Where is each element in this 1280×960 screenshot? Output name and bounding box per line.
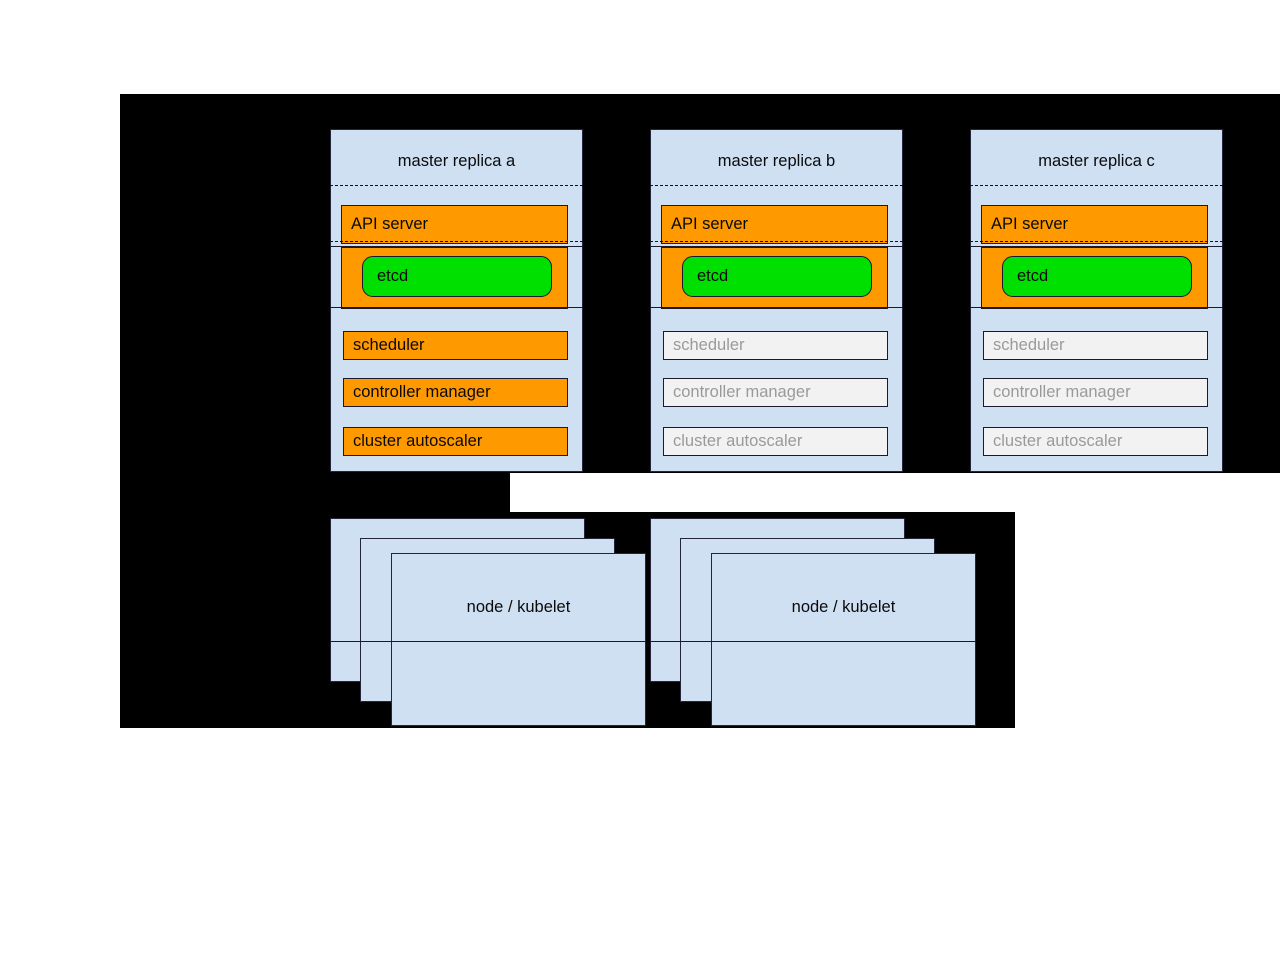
cluster-autoscaler-b[interactable]: cluster autoscaler	[663, 427, 888, 456]
scheduler-a-label: scheduler	[353, 336, 425, 354]
scheduler-a[interactable]: scheduler	[343, 331, 568, 360]
cluster-autoscaler-a-label: cluster autoscaler	[353, 432, 483, 450]
node-group-2-divider	[650, 641, 976, 642]
etcd-b-label: etcd	[697, 267, 729, 285]
separator-solid-api-c	[970, 246, 1223, 247]
node-group-2-card-front[interactable]	[711, 553, 976, 726]
node-group-1-label: node / kubelet	[466, 598, 571, 616]
controller-manager-b-label: controller manager	[673, 383, 811, 401]
etcd-b[interactable]: etcd	[682, 256, 872, 297]
separator-solid-etcd-b	[650, 307, 903, 308]
cluster-autoscaler-b-label: cluster autoscaler	[673, 432, 803, 450]
api-server-b-label: API server	[671, 215, 749, 233]
controller-manager-a-label: controller manager	[353, 383, 491, 401]
scheduler-c[interactable]: scheduler	[983, 331, 1208, 360]
node-group-1-card-front[interactable]	[391, 553, 646, 726]
cluster-autoscaler-c-label: cluster autoscaler	[993, 432, 1123, 450]
etcd-c[interactable]: etcd	[1002, 256, 1192, 297]
scheduler-c-label: scheduler	[993, 336, 1065, 354]
scheduler-b[interactable]: scheduler	[663, 331, 888, 360]
api-server-b[interactable]: API server	[661, 205, 888, 244]
api-server-c[interactable]: API server	[981, 205, 1208, 244]
separator-solid-etcd-a	[330, 307, 583, 308]
separator-dashed-api-a	[330, 241, 583, 242]
separator-solid-etcd-c	[970, 307, 1223, 308]
scheduler-b-label: scheduler	[673, 336, 745, 354]
controller-manager-b[interactable]: controller manager	[663, 378, 888, 407]
controller-manager-c-label: controller manager	[993, 383, 1131, 401]
etcd-c-label: etcd	[1017, 267, 1049, 285]
cluster-autoscaler-a[interactable]: cluster autoscaler	[343, 427, 568, 456]
separator-dashed-api-b	[650, 241, 903, 242]
api-server-a[interactable]: API server	[341, 205, 568, 244]
etcd-a[interactable]: etcd	[362, 256, 552, 297]
separator-dashed-api-c	[970, 241, 1223, 242]
separator-dashed-titles-b	[650, 185, 903, 186]
api-server-c-label: API server	[991, 215, 1069, 233]
controller-manager-c[interactable]: controller manager	[983, 378, 1208, 407]
node-group-2-label: node / kubelet	[791, 598, 896, 616]
etcd-a-label: etcd	[377, 267, 409, 285]
master-replica-b-title: master replica b	[717, 152, 836, 170]
separator-dashed-titles-c	[970, 185, 1223, 186]
controller-manager-a[interactable]: controller manager	[343, 378, 568, 407]
master-replica-a-title: master replica a	[397, 152, 516, 170]
separator-dashed-titles-a	[330, 185, 583, 186]
node-group-1-divider	[330, 641, 646, 642]
api-server-a-label: API server	[351, 215, 429, 233]
separator-solid-api-a	[330, 246, 583, 247]
master-replica-c-title: master replica c	[1038, 152, 1155, 170]
separator-solid-api-b	[650, 246, 903, 247]
cluster-autoscaler-c[interactable]: cluster autoscaler	[983, 427, 1208, 456]
